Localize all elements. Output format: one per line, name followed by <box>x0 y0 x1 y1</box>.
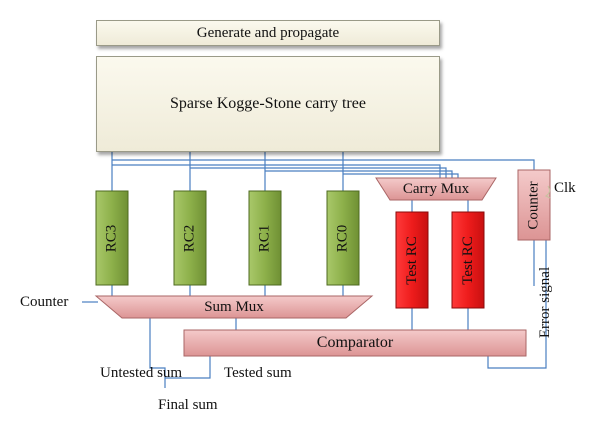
test-rc-1-label-wrap: Test RC <box>396 212 428 308</box>
test-rc-2-label-wrap: Test RC <box>452 212 484 308</box>
sum-mux-label: Sum Mux <box>204 298 264 315</box>
rc2-block <box>173 190 207 286</box>
carry-mux-shape <box>375 177 497 201</box>
comparator-shape <box>183 329 527 357</box>
clk-arrow-icon <box>544 185 551 199</box>
rc3-label-wrap: RC3 <box>96 191 128 285</box>
sum-mux-shape <box>94 295 374 319</box>
test-rc-1-block <box>395 211 429 309</box>
clk-label: Clk <box>554 180 576 196</box>
rc3-block <box>95 190 129 286</box>
counter-input-label: Counter <box>20 294 69 310</box>
generate-propagate-block: Generate and propagate <box>96 20 440 46</box>
test-rc-1-label: Test RC <box>403 235 420 285</box>
rc0-block <box>326 190 360 286</box>
rc2-label-wrap: RC2 <box>174 191 206 285</box>
sum-mux-label-wrap: Sum Mux <box>96 296 372 318</box>
comparator-label: Comparator <box>316 334 394 351</box>
counter-box-shape <box>517 169 551 241</box>
test-rc-blocks <box>395 211 485 309</box>
tested-sum-label: Tested sum <box>224 365 292 381</box>
error-signal-label-wrap: Error signal <box>535 252 557 352</box>
final-sum-label: Final sum <box>158 397 218 413</box>
untested-sum-label: Untested sum <box>100 365 183 381</box>
rc0-label: RC0 <box>334 224 351 252</box>
counter-box-label: Counter <box>525 180 542 230</box>
carry-mux-label: Carry Mux <box>402 180 470 197</box>
carry-tree-block: Sparse Kogge-Stone carry tree <box>96 56 440 152</box>
rc2-label: RC2 <box>181 224 198 252</box>
signal-wires <box>82 152 547 388</box>
comparator-label-wrap: Comparator <box>184 330 526 356</box>
rc1-label-wrap: RC1 <box>249 191 281 285</box>
rc-blocks <box>95 190 360 286</box>
rc1-block <box>248 190 282 286</box>
carry-tree-label: Sparse Kogge-Stone carry tree <box>170 95 366 112</box>
test-rc-2-label: Test RC <box>459 235 476 285</box>
test-rc-2-block <box>451 211 485 309</box>
error-signal-label: Error signal <box>537 266 554 338</box>
generate-propagate-label: Generate and propagate <box>196 24 340 41</box>
rc3-label: RC3 <box>103 224 120 252</box>
rc0-label-wrap: RC0 <box>327 191 359 285</box>
rc1-label: RC1 <box>256 224 273 252</box>
counter-box-label-wrap: Counter <box>518 170 550 240</box>
carry-mux-label-wrap: Carry Mux <box>376 178 496 200</box>
